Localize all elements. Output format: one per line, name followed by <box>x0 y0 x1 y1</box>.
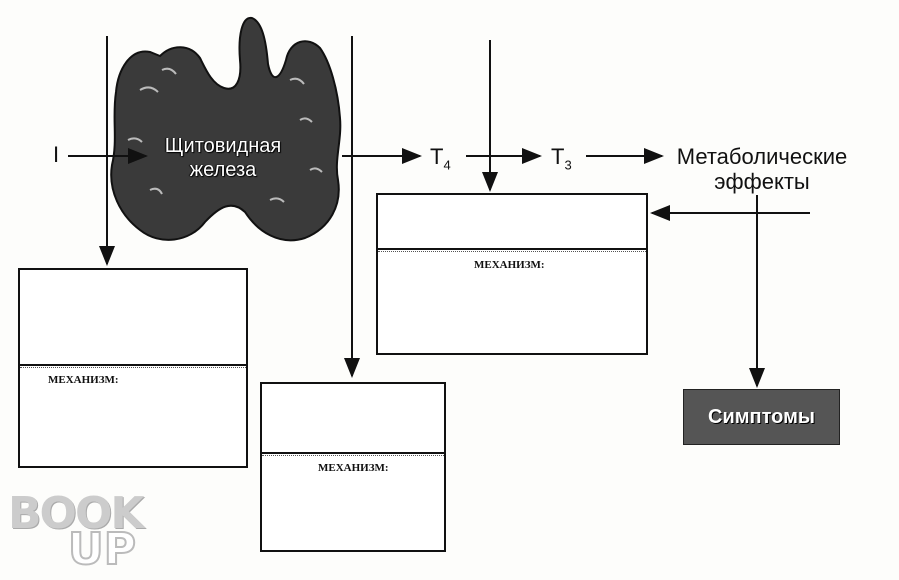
t4-text: T <box>430 144 444 169</box>
gland-label-line1: Щитовидная <box>164 135 282 157</box>
t3-text: T <box>551 144 565 169</box>
mechanism-box-right: МЕХАНИЗМ: <box>376 193 648 355</box>
mechanism-label-left: МЕХАНИЗМ: <box>48 374 119 386</box>
thyroid-gland-label: Щитовидная железа <box>148 134 298 182</box>
metabolic-line1: Метаболические <box>676 144 848 169</box>
box-middle-top <box>262 384 444 454</box>
mechanism-label-middle: МЕХАНИЗМ: <box>318 462 389 474</box>
box-left-top <box>20 270 246 366</box>
mechanism-label-right: МЕХАНИЗМ: <box>474 259 545 271</box>
symptoms-box: Симптомы <box>683 389 840 445</box>
t4-subscript: 4 <box>443 157 451 173</box>
iodine-label: I <box>53 142 60 167</box>
symptoms-label: Симптомы <box>708 405 815 428</box>
t4-label: T4 <box>430 144 451 172</box>
mechanism-box-middle: МЕХАНИЗМ: <box>260 382 446 552</box>
gland-label-line2: железа <box>189 159 257 181</box>
box-right-top <box>378 195 646 250</box>
metabolic-effects-label: Метаболические эффекты <box>668 144 856 194</box>
watermark-line1: BOOK <box>8 488 144 539</box>
bookup-watermark-logo: BOOK UP <box>8 488 168 576</box>
thyroid-gland-shape <box>110 16 342 242</box>
t3-subscript: 3 <box>564 157 572 173</box>
t3-label: T3 <box>551 144 572 172</box>
mechanism-box-left: МЕХАНИЗМ: <box>18 268 248 468</box>
watermark-line2: UP <box>67 523 137 576</box>
metabolic-line2: эффекты <box>714 169 810 194</box>
